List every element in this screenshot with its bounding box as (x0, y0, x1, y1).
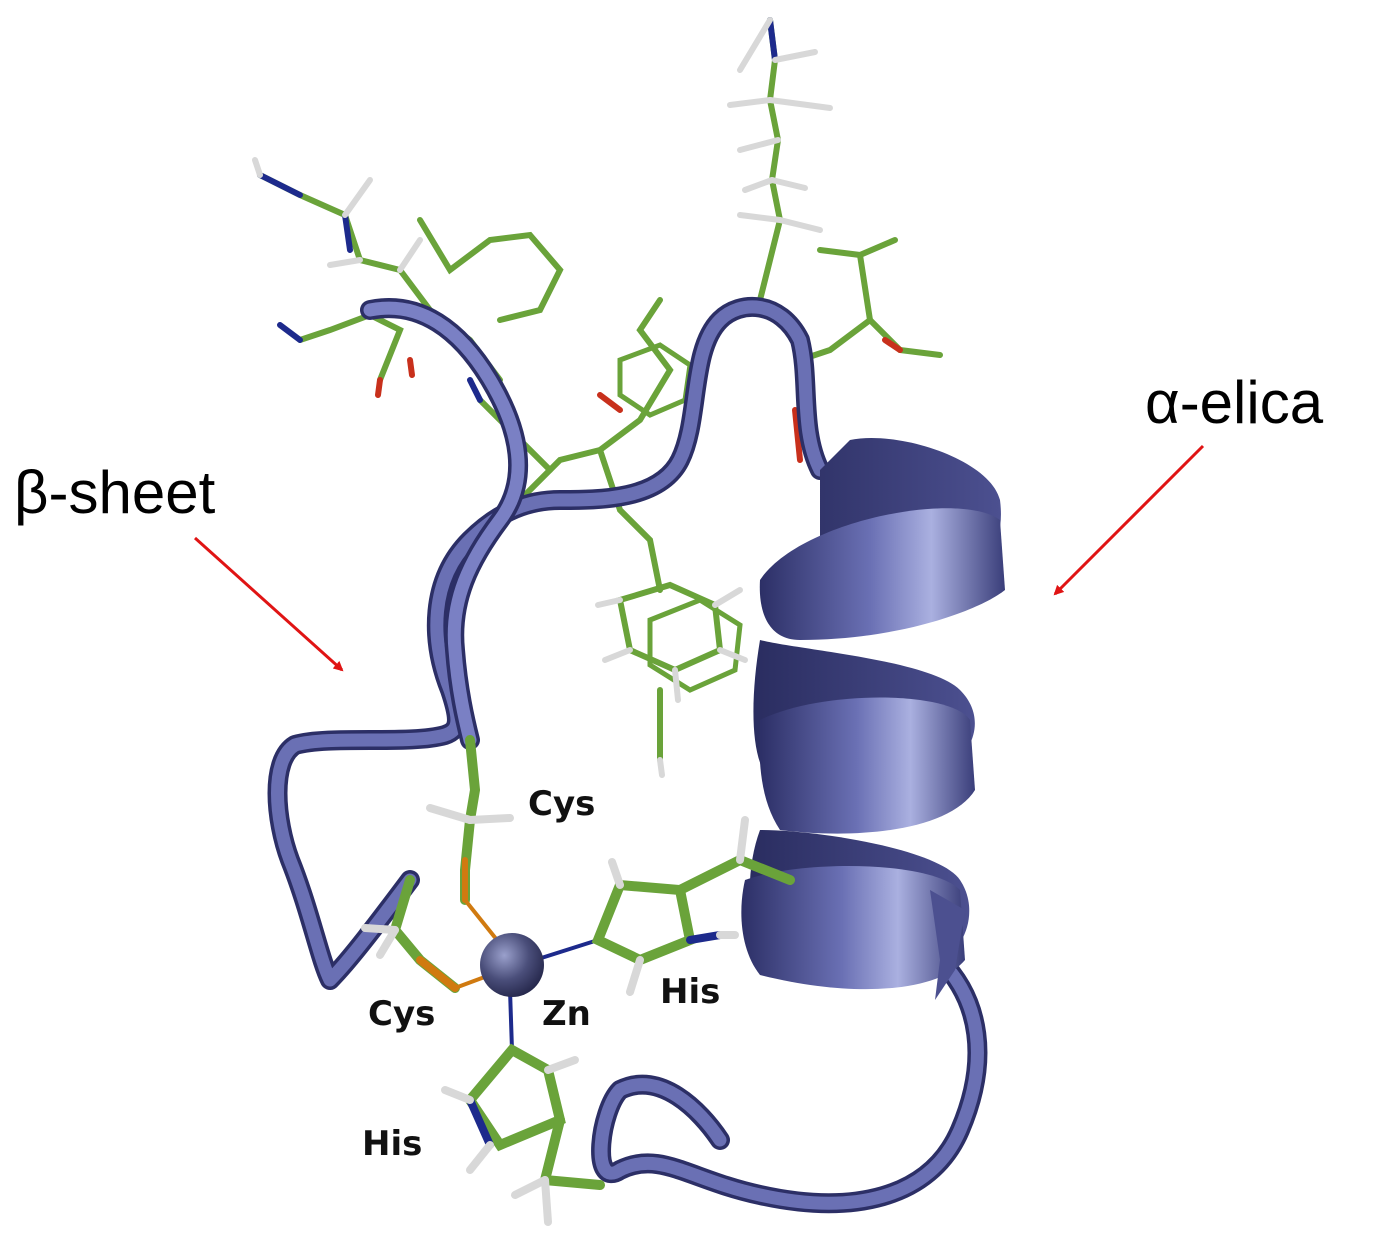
his-right-label: His (660, 972, 720, 1012)
backbone-tube (267, 297, 988, 1214)
cys-left-label: Cys (368, 994, 435, 1034)
beta-sheet-label: β-sheet (14, 459, 216, 526)
zn-label: Zn (542, 994, 591, 1034)
cys-top-label: Cys (528, 784, 595, 824)
alpha-helix-arrow (1053, 444, 1205, 596)
his-bottom-label: His (362, 1124, 422, 1164)
alpha-helix-ribbon (741, 438, 1005, 1000)
zinc-atom (480, 933, 544, 997)
alpha-helix-label: α-elica (1145, 369, 1324, 436)
beta-sheet-arrow (193, 536, 344, 672)
zinc-coordination (361, 735, 795, 1226)
